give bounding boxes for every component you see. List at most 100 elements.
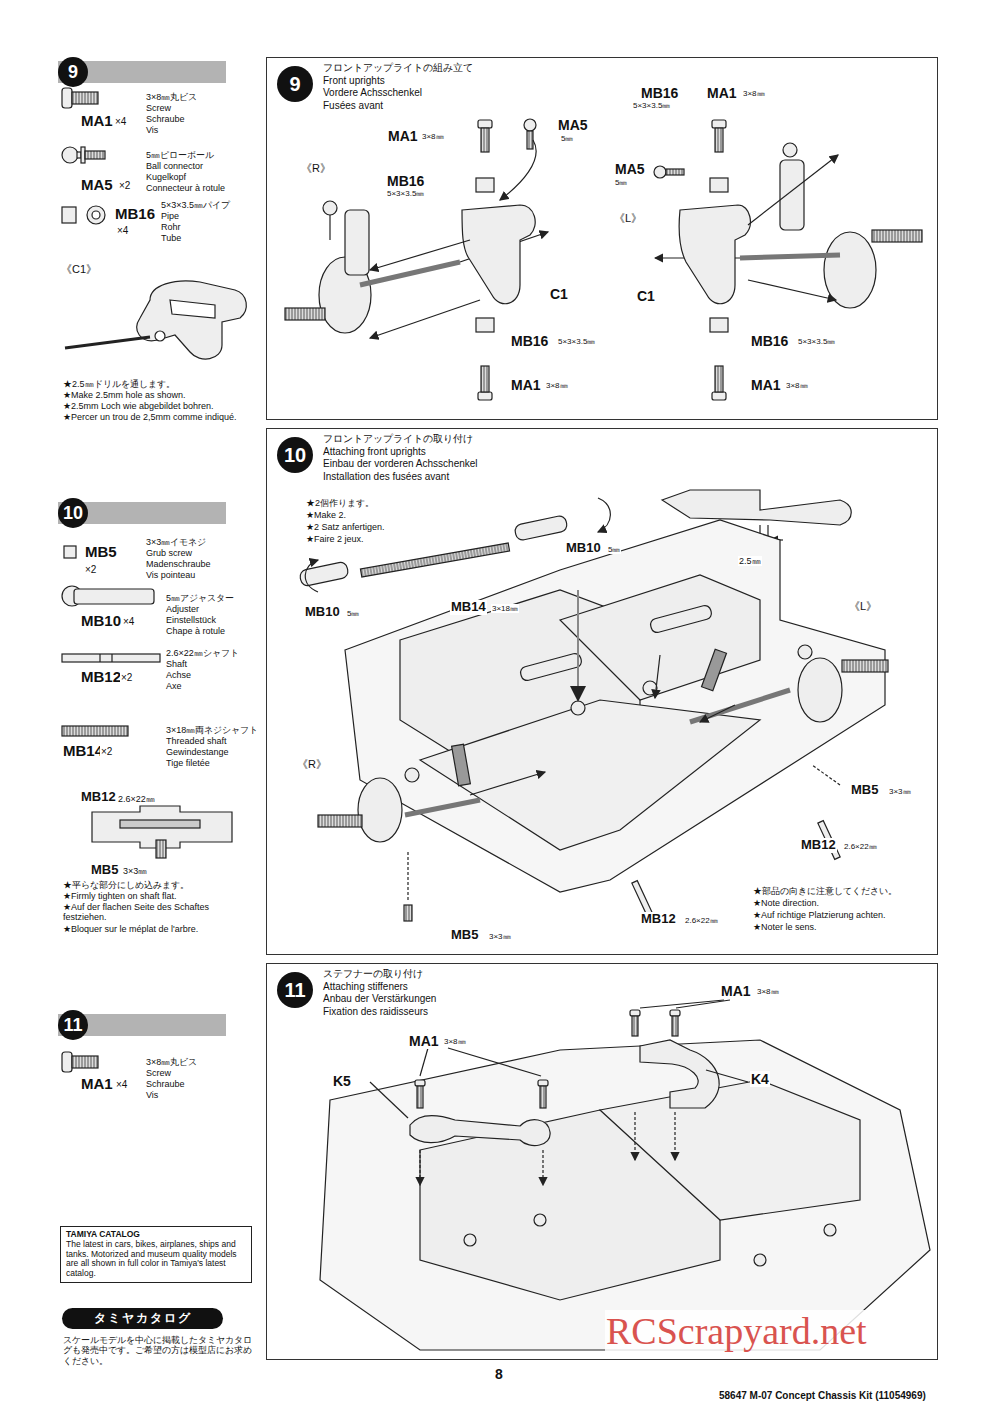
part-code: MB10 [565, 541, 602, 556]
part-code: MA5 [557, 117, 589, 133]
part-code: MB5 [850, 783, 879, 798]
note-text: 5×3×3.5㎜ [386, 189, 425, 198]
note-text: 5㎜ [614, 178, 628, 187]
band-node: 11 [58, 1010, 226, 1040]
note-text: 3×8㎜ [756, 987, 780, 996]
note-text: ★Bloquer sur le méplat de l'arbre. [62, 924, 199, 934]
note-text: Tige filetée [165, 758, 211, 768]
part-code: MB12 [80, 668, 122, 685]
box-node: TAMIYA CATALOGThe latest in cars, bikes,… [60, 1226, 252, 1283]
node-text: 10 [58, 498, 88, 528]
part-code: MA1 [706, 85, 738, 101]
part-code: MB5 [84, 543, 118, 560]
part-code: MA1 [80, 1075, 114, 1092]
node-text: 10 [277, 437, 313, 473]
node-text: Attaching stiffeners [323, 981, 408, 993]
note-text: 2.6×22㎜ [843, 842, 878, 851]
part-code: MB16 [750, 333, 789, 349]
note-text: Shaft [165, 659, 188, 669]
note-text: ×4 [122, 616, 135, 628]
note-text: 3×8㎜ [785, 381, 809, 390]
part-code: K5 [332, 1073, 352, 1089]
note-text: 3×8㎜ [545, 381, 569, 390]
note-text: Kugelkopf [145, 172, 187, 182]
part-code: MA5 [80, 176, 114, 193]
part-code: C1 [636, 288, 656, 304]
node-text: Fusées avant [323, 100, 383, 112]
note-text: 3×8㎜ [443, 1037, 467, 1046]
part-code: K4 [750, 1071, 770, 1087]
node-text: Fixation des raidisseurs [323, 1006, 428, 1018]
pill-node: タミヤカタログ [62, 1308, 223, 1329]
note-text: ×2 [100, 746, 113, 758]
note-text: 2.5㎜ [738, 556, 762, 566]
note-text: ★Firmly tighten on shaft flat. [62, 891, 178, 901]
note-text: Threaded shaft [165, 736, 228, 746]
band-node: 10 [58, 498, 226, 528]
note-text: ★平らな部分にしめ込みます。 [62, 880, 190, 890]
note-text: ★2.5㎜ドリルを通します。 [62, 379, 176, 389]
part-code: MB16 [386, 173, 425, 189]
note-text: Chape à rotule [165, 626, 226, 636]
note-text: Screw [145, 103, 172, 113]
note-text: 5㎜アジャスター [165, 593, 235, 603]
note-text: ★Auf richtige Platzierung achten. [752, 910, 887, 920]
note-text: 3×8㎜ [742, 89, 766, 98]
part-code: MA1 [750, 377, 782, 393]
note-text: 5㎜ [560, 134, 574, 143]
panel-node: 11ステフナーの取り付けAttaching stiffenersAnbau de… [266, 963, 938, 1360]
part-code: MB14 [62, 742, 104, 759]
part-code: MB16 [640, 85, 679, 101]
part-code: 8 [494, 1366, 504, 1382]
node-text: Anbau der Verstärkungen [323, 993, 436, 1005]
note-text: Ball connector [145, 161, 204, 171]
node-text: フロントアップライトの取り付け [323, 433, 473, 445]
note-text: 5×3×3.5㎜ [557, 337, 596, 346]
note-text: Pipe [160, 211, 180, 221]
note-text: ×4 [116, 225, 129, 237]
node-text: Vordere Achsschenkel [323, 87, 422, 99]
part-code: MB12 [800, 838, 837, 853]
part-code: MB12 [80, 790, 117, 805]
note-text: Vis [145, 1090, 159, 1100]
note-text: 5×3×3.5㎜ [632, 101, 671, 110]
note-text: 5×3×3.5㎜ [797, 337, 836, 346]
note-text: Screw [145, 1068, 172, 1078]
note-text: ★Note direction. [752, 898, 820, 908]
part-code: 58647 M-07 Concept Chassis Kit (11054969… [718, 1390, 927, 1402]
note-text: 5㎜ピローボール [145, 150, 215, 160]
part-code: MB12 [640, 912, 677, 927]
watermark: RCScrapyard.net [605, 1310, 868, 1354]
note-text: 3×8㎜丸ビス [145, 1057, 198, 1067]
node-text: タミヤカタログ [62, 1308, 223, 1329]
note-text: 3×8㎜丸ビス [145, 92, 198, 102]
note-text: ★2個作ります。 [305, 498, 375, 508]
note-text: Grub screw [145, 548, 193, 558]
note-text: 2.6×22㎜ [117, 794, 156, 804]
note-text: 3×18㎜ [491, 604, 519, 613]
note-text: 3×18㎜両ネジシャフト [165, 725, 259, 735]
node-text: ステフナーの取り付け [323, 968, 423, 980]
note-text: Madenschraube [145, 559, 212, 569]
note-text: ★2.5mm Loch wie abgebildet bohren. [62, 401, 215, 411]
note-text: Adjuster [165, 604, 200, 614]
node-text: 9 [277, 66, 313, 102]
part-code: MB14 [450, 600, 487, 615]
part-code: C1 [549, 286, 569, 302]
part-code: MB16 [510, 333, 549, 349]
part-code: MB10 [80, 612, 122, 629]
note-text: ×2 [118, 180, 131, 192]
note-text: 《L》 [613, 212, 643, 225]
note-text: Gewindestange [165, 747, 230, 757]
note-text: ★2 Satz anfertigen. [305, 522, 386, 532]
note-text: ×4 [115, 1079, 128, 1091]
part-code: MA1 [408, 1033, 440, 1049]
note-text: 5㎜ [346, 609, 360, 618]
node-text: 11 [58, 1010, 88, 1040]
part-code: MB10 [304, 605, 341, 620]
part-code: MB5 [450, 928, 479, 943]
node-text: TAMIYA CATALOG [66, 1230, 246, 1240]
note-text: ×2 [84, 564, 97, 576]
note-text: 5㎜ [607, 545, 621, 554]
note-text: ×2 [120, 672, 133, 684]
